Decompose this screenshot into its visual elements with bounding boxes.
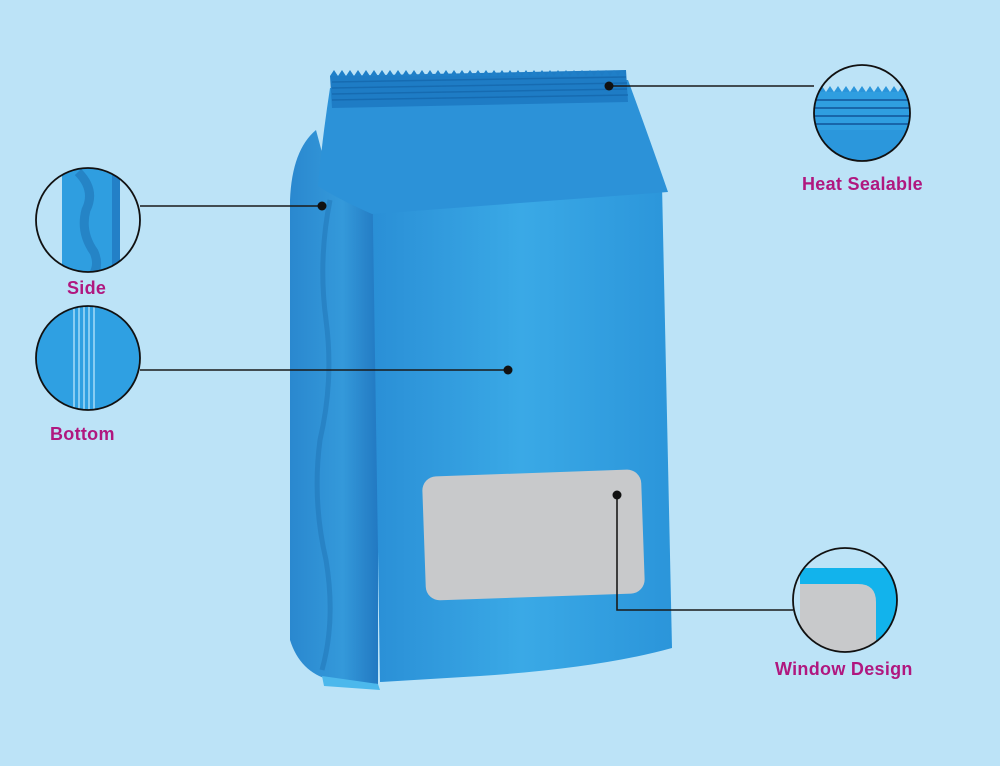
callout-label-window-design: Window Design: [775, 659, 913, 679]
leader-dot-side: [317, 201, 327, 211]
bag-side-fold: [314, 199, 333, 671]
detail-circle-side: [35, 167, 141, 273]
leader-dot-heat-sealable: [604, 81, 614, 91]
bag-shoulder: [318, 80, 668, 214]
bag-side-gusset: [290, 130, 378, 684]
leader-lines: [140, 85, 814, 611]
leader-line-window-design: [616, 495, 793, 611]
detail-circle-window-design: [792, 547, 898, 653]
callout-label-side: Side: [67, 278, 107, 298]
detail-circle-bottom: [35, 305, 141, 411]
callout-label-heat-sealable: Heat Sealable: [802, 174, 923, 194]
leader-dots: [317, 81, 622, 500]
bag-serrated-edge: [330, 70, 626, 76]
bag-window: [422, 469, 645, 601]
bag-seal-ridges: [331, 76, 629, 101]
bag-bottom-flap: [322, 676, 380, 690]
leader-dot-window-design: [612, 490, 622, 500]
callout-label-bottom: Bottom: [50, 424, 115, 444]
packaging-bag: [290, 70, 672, 690]
detail-circle-heat-sealable: [813, 64, 911, 162]
leader-dot-bottom: [503, 365, 513, 375]
